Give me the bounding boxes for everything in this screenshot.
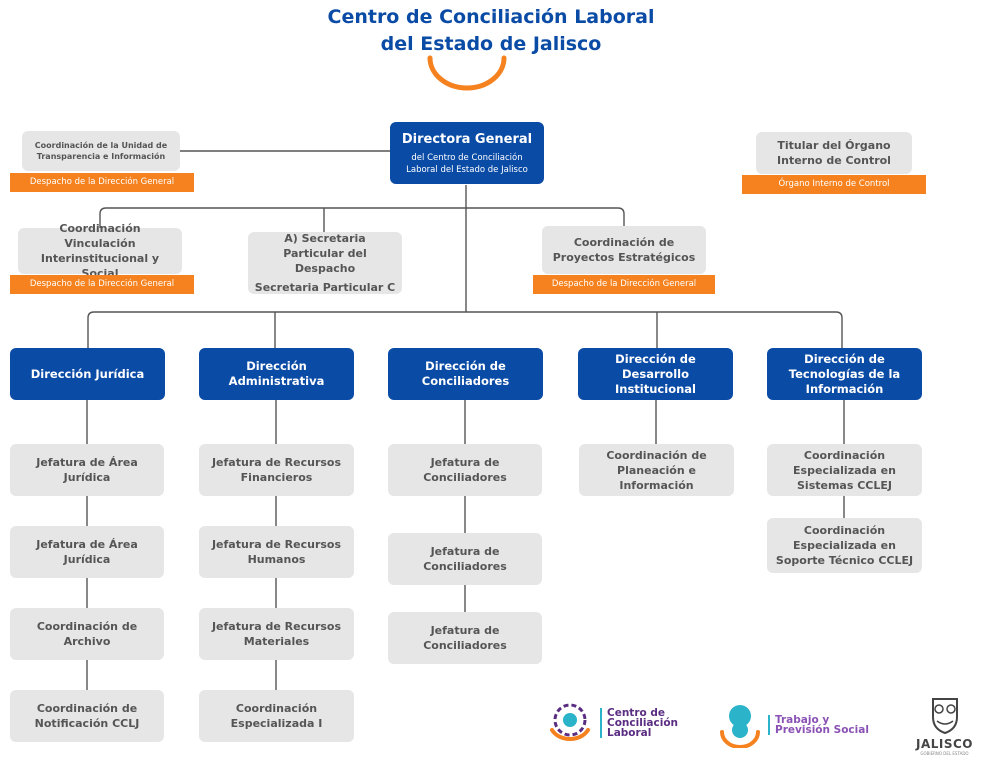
conciliadores-child-1-label: Jefatura de Conciliadores (423, 456, 507, 484)
secretaria-label-line1: A) Secretaria Particular del Despacho (283, 232, 367, 275)
administrativa-child-2: Jefatura de Recursos Humanos (199, 526, 354, 578)
directora-general-subtitle: del Centro de Conciliación Laboral del E… (406, 152, 528, 175)
conciliadores-child-2: Jefatura de Conciliadores (388, 533, 542, 585)
ccl-logo-line2: Conciliación (607, 717, 679, 729)
direccion-conciliadores-label: Dirección de Conciliadores (421, 359, 510, 388)
trabajo-logo-text: Trabajo y Previsión Social (768, 715, 869, 735)
secretaria-label-line2: Secretaria Particular C (254, 281, 396, 294)
juridica-child-4-label: Coordinación de Notificación CCLJ (34, 702, 140, 730)
conciliadores-child-3: Jefatura de Conciliadores (388, 612, 542, 664)
proyectos-label: Coordinación de Proyectos Estratégicos (552, 236, 696, 264)
juridica-child-3: Coordinación de Archivo (10, 608, 164, 660)
desarrollo-child-1: Coordinación de Planeación e Información (579, 444, 734, 496)
trabajo-logo: Trabajo y Previsión Social (718, 702, 869, 748)
tecnologias-child-2-label: Coordinación Especializada en Soporte Té… (775, 524, 914, 567)
conciliadores-child-1: Jefatura de Conciliadores (388, 444, 542, 496)
page-title-line1: Centro de Conciliación Laboral (327, 6, 655, 28)
juridica-child-1-label: Jefatura de Área Jurídica (36, 456, 138, 484)
directora-general-box: Directora General del Centro de Concilia… (390, 122, 544, 184)
jalisco-crest-icon (931, 698, 958, 735)
administrativa-child-1-label: Jefatura de Recursos Financieros (211, 456, 342, 484)
vinculacion-box: Coordinación Vinculación Interinstitucio… (18, 222, 182, 280)
tecnologias-child-1: Coordinación Especializada en Sistemas C… (767, 444, 922, 496)
juridica-child-4: Coordinación de Notificación CCLJ (10, 690, 164, 742)
administrativa-child-3: Jefatura de Recursos Materiales (199, 608, 354, 660)
proyectos-tag: Despacho de la Dirección General (533, 275, 715, 294)
jalisco-logo-text: JALISCO (915, 737, 973, 751)
title-arc-decoration (427, 55, 507, 91)
organo-interno-label: Titular del Órgano Interno de Control (777, 139, 891, 167)
conciliadores-child-2-label: Jefatura de Conciliadores (423, 545, 507, 573)
transparencia-label: Coordinación de la Unidad de Transparenc… (34, 141, 168, 161)
proyectos-box: Coordinación de Proyectos Estratégicos (542, 226, 706, 274)
administrativa-child-4-label: Coordinación Especializada I (230, 702, 323, 730)
vinculacion-label: Coordinación Vinculación Interinstitucio… (40, 222, 160, 280)
direccion-desarrollo-box: Dirección de Desarrollo Institucional (578, 348, 733, 400)
juridica-child-2: Jefatura de Área Jurídica (10, 526, 164, 578)
secretaria-box: A) Secretaria Particular del Despacho Se… (248, 232, 402, 294)
jalisco-logo-subtext: GOBIERNO DEL ESTADO (920, 751, 969, 756)
tecnologias-child-1-label: Coordinación Especializada en Sistemas C… (793, 448, 896, 492)
administrativa-child-3-label: Jefatura de Recursos Materiales (211, 620, 342, 648)
juridica-child-2-label: Jefatura de Área Jurídica (36, 538, 138, 566)
tecnologias-child-2: Coordinación Especializada en Soporte Té… (767, 518, 922, 573)
desarrollo-child-1-label: Coordinación de Planeación e Información (606, 448, 707, 492)
trabajo-logo-line1: Trabajo y (775, 714, 830, 726)
ccl-gear-icon (550, 703, 590, 741)
direccion-juridica-label: Dirección Jurídica (30, 366, 145, 381)
page-title-line2: del Estado de Jalisco (380, 33, 602, 55)
ccl-logo-line1: Centro de (607, 707, 666, 719)
ccl-logo-text: Centro de Conciliación Laboral (600, 708, 678, 738)
directora-general-title: Directora General (401, 131, 533, 147)
transparencia-box: Coordinación de la Unidad de Transparenc… (22, 131, 180, 171)
organo-interno-tag: Órgano Interno de Control (742, 175, 926, 194)
direccion-desarrollo-label: Dirección de Desarrollo Institucional (615, 351, 696, 396)
administrativa-child-2-label: Jefatura de Recursos Humanos (211, 538, 342, 566)
direccion-administrativa-box: Dirección Administrativa (199, 348, 354, 400)
vinculacion-tag: Despacho de la Dirección General (10, 275, 194, 294)
jalisco-logo: JALISCO GOBIERNO DEL ESTADO (907, 693, 982, 756)
trabajo-figure-icon (720, 705, 760, 748)
juridica-child-1: Jefatura de Área Jurídica (10, 444, 164, 496)
administrativa-child-4: Coordinación Especializada I (199, 690, 354, 742)
trabajo-logo-line2: Previsión Social (775, 724, 869, 736)
organo-interno-box: Titular del Órgano Interno de Control (756, 132, 912, 174)
administrativa-child-1: Jefatura de Recursos Financieros (199, 444, 354, 496)
juridica-child-3-label: Coordinación de Archivo (36, 620, 138, 648)
transparencia-tag: Despacho de la Dirección General (10, 173, 194, 192)
ccl-logo: Centro de Conciliación Laboral (546, 700, 678, 746)
direccion-juridica-box: Dirección Jurídica (10, 348, 165, 400)
conciliadores-child-3-label: Jefatura de Conciliadores (423, 624, 507, 652)
direccion-conciliadores-box: Dirección de Conciliadores (388, 348, 543, 400)
ccl-logo-line3: Laboral (607, 727, 652, 739)
direccion-tecnologias-label: Dirección de Tecnologías de la Informaci… (788, 351, 901, 396)
direccion-tecnologias-box: Dirección de Tecnologías de la Informaci… (767, 348, 922, 400)
direccion-administrativa-label: Dirección Administrativa (228, 359, 325, 388)
